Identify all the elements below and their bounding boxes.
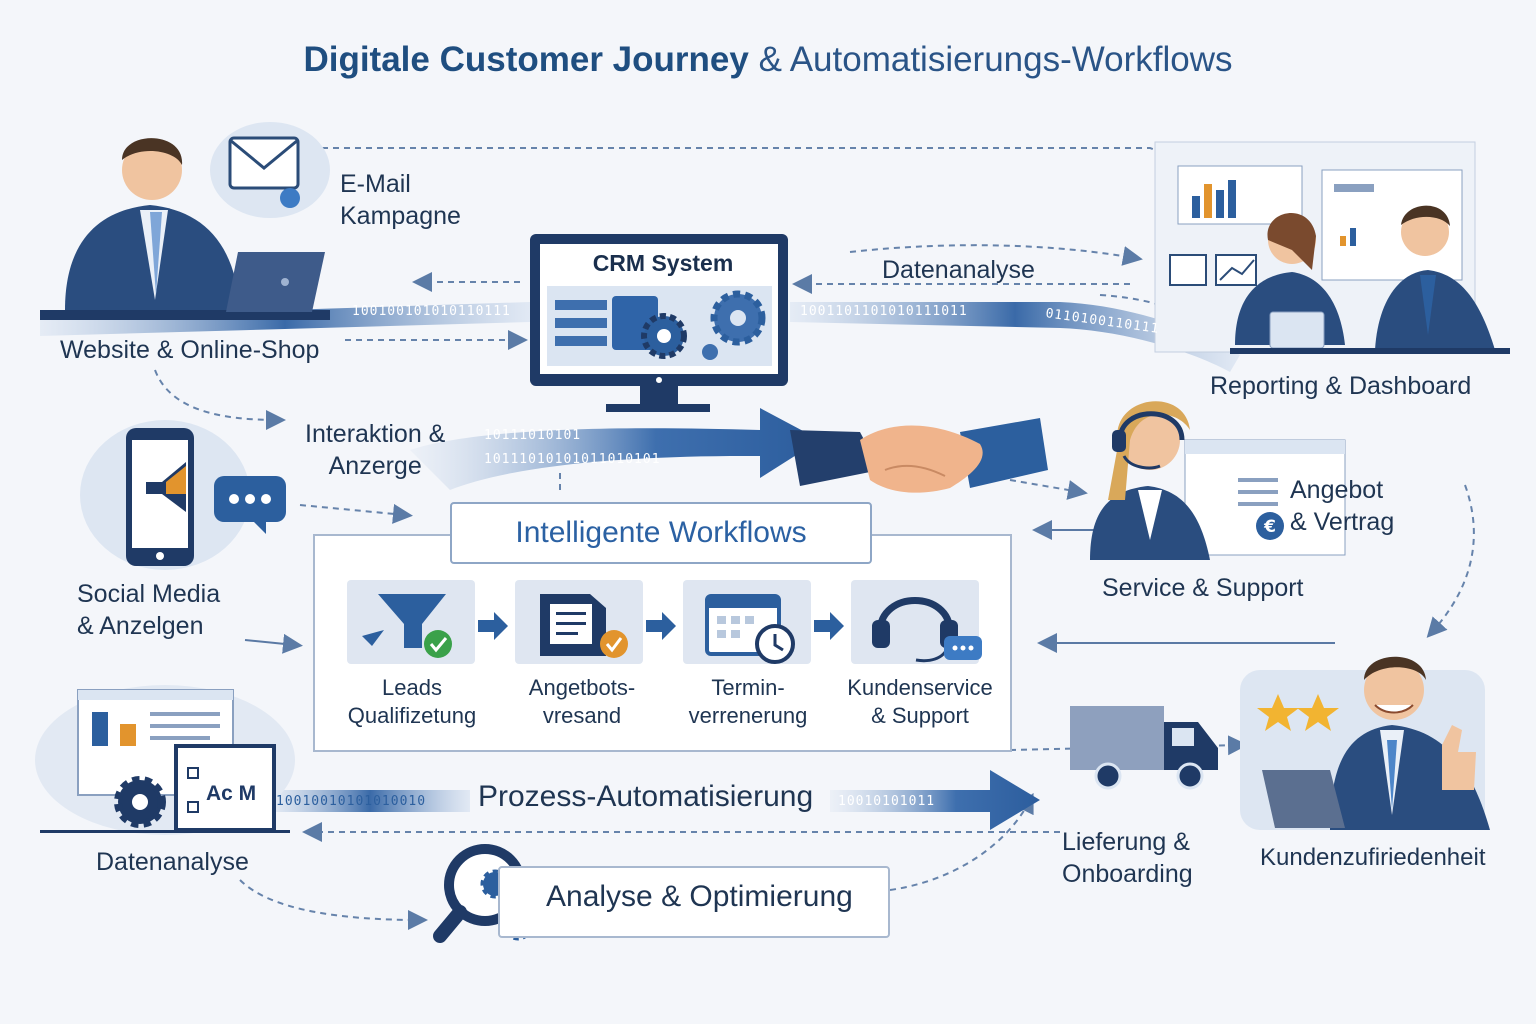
workflow-step-leads: Leads Qualifizetung [347,675,477,728]
workflow-step-angebot: Angetbots- vresand [528,675,636,728]
website-shop-label: Website & Online-Shop [60,336,320,364]
workflows-title: Intelligente Workflows [450,502,872,564]
crm-system-label: CRM System [592,250,734,276]
star-icon [1257,694,1339,731]
reporting-dashboard-label: Reporting & Dashboard [1210,372,1472,400]
email-campaign-label: E-Mail Kampagne [340,170,461,230]
social-media-label: Social Media & Anzelgen [77,580,221,640]
title-normal: & Automatisierungs-Workflows [758,40,1233,79]
truck-icon [1070,706,1218,790]
chat-icon [214,476,286,534]
workflow-step-tile [347,580,475,664]
binary-stream: 100100101010110111 [352,304,511,319]
gear-icon [641,290,766,360]
binary-stream: 10111010101 [484,428,582,443]
dashboard-screen-illustration [40,689,290,833]
binary-stream: 10010101011 [838,794,936,809]
megaphone-icon [146,462,186,512]
euro-icon: € [1256,512,1284,540]
workflow-step-tile [683,580,811,664]
service-support-label: Service & Support [1102,574,1304,602]
datenanalyse-top-label: Datenanalyse [882,256,1035,284]
data-band-middle [410,408,820,490]
title-bold: Digitale Customer Journey [303,40,749,79]
kundenzufriedenheit-label: Kundenzufiriedenheit [1260,844,1486,871]
businessman-laptop-illustration [40,138,330,320]
satisfied-customer-illustration [1262,656,1490,830]
binary-stream: 10111010101011010101 [484,452,661,467]
solid-connectors [244,520,1335,654]
analyse-optimierung-label: Analyse & Optimierung [546,880,853,913]
headset-icon [1112,411,1185,470]
laptop-icon [226,252,325,312]
handshake-icon [790,418,1048,493]
binary-stream: 1001101101010111011 [800,304,968,319]
acm-label: Ac M [206,782,257,805]
angebot-vertrag-label: Angebot & Vertrag [1290,476,1395,536]
workflow-step-kundenservice: Kundenservice & Support [847,675,993,728]
interaktion-label: Interaktion & Anzerge [305,420,446,480]
page-title: Digitale Customer Journey & Automatisier… [0,40,1536,80]
datenanalyse-bottom-label: Datenanalyse [96,848,249,876]
svg-text:€: € [1263,517,1276,537]
analyse-box [498,866,890,938]
prozess-automatisierung-label: Prozess-Automatisierung [478,780,814,813]
lieferung-onboarding-label: Lieferung & Onboarding [1062,828,1193,888]
meeting-people-illustration [1230,205,1510,354]
workflow-step-tile [851,580,979,664]
workflow-step-tile [515,580,643,664]
envelope-icon [228,136,300,208]
binary-stream: 10010010101010010 [276,794,427,809]
workflow-step-termin: Termin- verrenerung [688,675,808,728]
data-band-bottom [270,770,1040,830]
